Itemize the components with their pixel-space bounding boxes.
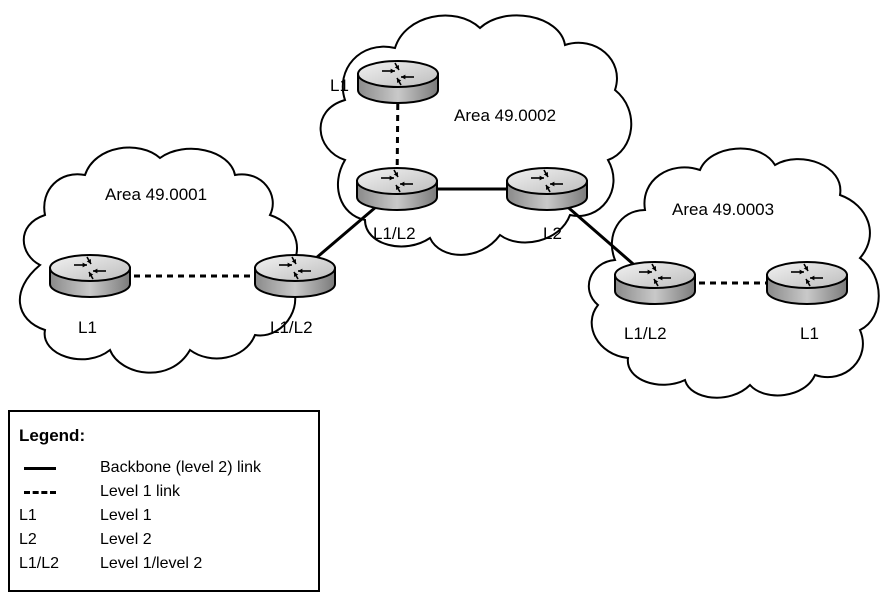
legend-key: L1/L2 bbox=[19, 555, 60, 572]
legend-desc: Backbone (level 2) link bbox=[100, 459, 261, 476]
area-label-3: Area 49.0003 bbox=[672, 200, 774, 219]
router-label: L2 bbox=[543, 224, 562, 243]
router-icon bbox=[506, 167, 588, 211]
router-label: L1 bbox=[330, 76, 349, 95]
area-cloud-2 bbox=[319, 14, 633, 256]
router-label: L1/L2 bbox=[270, 318, 313, 337]
legend-box: Legend: Backbone (level 2) link Level 1 … bbox=[8, 410, 320, 592]
router-label: L1 bbox=[78, 318, 97, 337]
router-label: L1/L2 bbox=[373, 224, 416, 243]
router-icon bbox=[766, 261, 848, 305]
legend-row-level1-link: Level 1 link bbox=[19, 482, 309, 502]
router-icon bbox=[357, 60, 439, 104]
router-icon bbox=[356, 167, 438, 211]
legend-key: L2 bbox=[19, 531, 37, 548]
legend-row-l2: L2 Level 2 bbox=[19, 530, 309, 550]
router-icon bbox=[614, 261, 696, 305]
router-label: L1 bbox=[800, 324, 819, 343]
router-label: L1/L2 bbox=[624, 324, 667, 343]
legend-key: L1 bbox=[19, 507, 37, 524]
legend-desc: Level 1 link bbox=[100, 483, 181, 500]
area-label-2: Area 49.0002 bbox=[454, 106, 556, 125]
area-label-1: Area 49.0001 bbox=[105, 185, 207, 204]
legend-row-l1: L1 Level 1 bbox=[19, 506, 309, 526]
legend-row-l1l2: L1/L2 Level 1/level 2 bbox=[19, 554, 309, 574]
legend-row-backbone: Backbone (level 2) link bbox=[19, 458, 309, 478]
area-cloud-3 bbox=[587, 147, 880, 399]
legend-desc: Level 2 bbox=[100, 531, 152, 548]
routers-layer bbox=[49, 60, 848, 305]
legend-title: Legend: bbox=[19, 426, 86, 445]
solid-line-swatch bbox=[24, 467, 56, 470]
legend-desc: Level 1/level 2 bbox=[100, 555, 203, 572]
router-icon bbox=[254, 254, 336, 298]
dashed-line-swatch bbox=[24, 491, 56, 494]
router-icon bbox=[49, 254, 131, 298]
legend-desc: Level 1 bbox=[100, 507, 152, 524]
